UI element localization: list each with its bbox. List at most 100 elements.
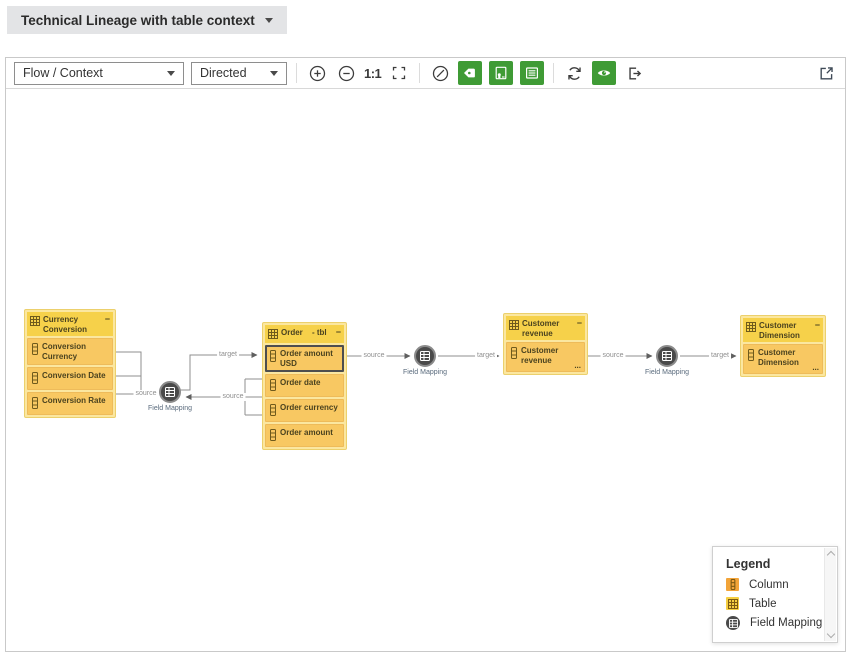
truncation-ellipsis: ... <box>574 360 581 370</box>
field-mapping-icon <box>165 387 175 397</box>
toolbar-divider <box>553 63 555 83</box>
field-mapping-label: Field Mapping <box>403 369 447 376</box>
legend-label: Field Mapping <box>750 617 823 629</box>
eye-icon <box>598 70 611 76</box>
edge-label-target: target <box>709 352 731 360</box>
field-mapping-node[interactable] <box>159 381 181 403</box>
column-icon <box>31 371 39 387</box>
column-row[interactable]: Conversion Currency <box>27 338 113 365</box>
collapse-button[interactable]: − <box>104 314 110 324</box>
toolbar-divider <box>296 63 297 83</box>
field-mapping-label: Field Mapping <box>645 369 689 376</box>
asset-page-button[interactable] <box>489 61 514 85</box>
show-labels-button[interactable] <box>458 61 483 85</box>
zoom-in-button[interactable] <box>306 62 328 84</box>
edge-label-target: target <box>217 351 239 359</box>
circle-slash-button[interactable] <box>429 62 451 84</box>
collapse-button[interactable]: − <box>814 320 820 330</box>
edge-label-source: source <box>133 390 159 398</box>
list-view-icon <box>526 67 539 79</box>
legend-scrollbar[interactable] <box>824 548 836 641</box>
table-icon <box>30 315 40 329</box>
visibility-button[interactable] <box>592 61 617 85</box>
fit-screen-icon <box>393 66 406 80</box>
table-icon <box>746 321 756 335</box>
direction-select[interactable]: Directed <box>191 61 287 85</box>
zoom-out-button[interactable] <box>335 62 357 84</box>
chevron-down-icon <box>270 70 278 76</box>
zoom-out-icon <box>338 65 354 81</box>
refresh-button[interactable] <box>563 62 585 84</box>
column-name: Conversion Currency <box>42 342 87 361</box>
edge-label-target: target <box>475 352 497 360</box>
table-title: Order <box>281 328 303 337</box>
legend-item-table: Table <box>713 594 837 613</box>
edge-label-source: source <box>220 393 246 401</box>
table-header[interactable]: Currency Conversion − <box>27 312 113 336</box>
open-in-new-icon <box>819 66 833 80</box>
column-row[interactable]: Customer revenue ... <box>506 342 585 372</box>
toolbar-divider <box>419 63 421 83</box>
column-row[interactable]: Conversion Date <box>27 367 113 390</box>
lineage-view-dropdown[interactable]: Technical Lineage with table context <box>7 6 287 34</box>
scroll-up-icon[interactable] <box>826 550 835 560</box>
circle-slash-icon <box>432 65 448 81</box>
legend-label: Column <box>749 578 789 591</box>
table-header[interactable]: Order - tbl − <box>265 325 344 343</box>
column-icon <box>747 348 755 364</box>
tag-icon <box>464 68 476 78</box>
legend-title: Legend <box>726 557 771 571</box>
column-icon <box>269 349 277 365</box>
table-node-customer-revenue[interactable]: Customer revenue − Customer revenue ... <box>503 313 588 375</box>
field-mapping-icon <box>420 351 430 361</box>
legend-label: Table <box>749 597 777 610</box>
export-button[interactable] <box>623 62 645 84</box>
scroll-down-icon[interactable] <box>826 629 835 639</box>
field-mapping-icon <box>726 616 740 630</box>
table-header[interactable]: Customer Dimension − <box>743 318 823 342</box>
table-icon <box>268 328 278 342</box>
actual-size-button[interactable]: 1:1 <box>364 65 382 81</box>
column-icon <box>269 403 277 419</box>
direction-value: Directed <box>200 66 247 80</box>
field-mapping-node[interactable] <box>414 345 436 367</box>
column-row-selected[interactable]: Order amount USD <box>265 345 344 372</box>
table-header[interactable]: Customer revenue − <box>506 316 585 340</box>
open-in-new-button[interactable] <box>815 62 837 84</box>
collapse-button[interactable]: − <box>576 318 582 328</box>
fit-screen-button[interactable] <box>388 62 410 84</box>
table-title: Customer Dimension <box>759 321 800 340</box>
legend-item-field-mapping: Field Mapping <box>713 613 837 633</box>
column-icon <box>31 342 39 358</box>
column-row[interactable]: Customer Dimension ... <box>743 344 823 374</box>
column-row[interactable]: Order date <box>265 374 344 397</box>
table-title-suffix: - tbl <box>311 328 327 337</box>
column-name: Order date <box>280 378 321 387</box>
column-icon <box>269 428 277 444</box>
field-mapping-label: Field Mapping <box>148 405 192 412</box>
field-mapping-icon <box>662 351 672 361</box>
column-icon <box>31 396 39 412</box>
collapse-button[interactable]: − <box>335 327 342 337</box>
view-mode-select[interactable]: Flow / Context <box>14 61 184 85</box>
table-node-order[interactable]: Order - tbl − Order amount USD Order dat… <box>262 322 347 450</box>
table-title: Currency Conversion <box>43 315 88 334</box>
table-node-customer-dimension[interactable]: Customer Dimension − Customer Dimension … <box>740 315 826 377</box>
field-mapping-node[interactable] <box>656 345 678 367</box>
column-row[interactable]: Order currency <box>265 399 344 422</box>
column-name: Order amount USD <box>280 349 333 368</box>
column-name: Conversion Date <box>42 371 106 380</box>
column-name: Customer Dimension <box>758 348 799 367</box>
column-row[interactable]: Conversion Rate <box>27 392 113 415</box>
table-node-currency-conversion[interactable]: Currency Conversion − Conversion Currenc… <box>24 309 116 418</box>
list-view-button[interactable] <box>520 61 545 85</box>
edge-label-source: source <box>600 352 626 360</box>
zoom-in-icon <box>309 65 325 81</box>
column-row[interactable]: Order amount <box>265 424 344 447</box>
toolbar: Flow / Context Directed <box>6 58 845 89</box>
legend-panel: Legend Column Table Field Mapping <box>712 546 838 643</box>
view-mode-value: Flow / Context <box>23 66 103 80</box>
edge-label-source: source <box>361 352 387 360</box>
